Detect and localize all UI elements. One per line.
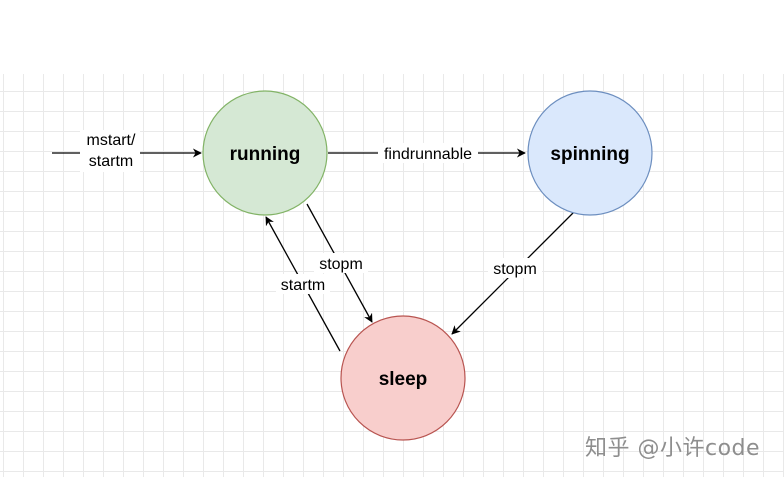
node-running-label: running	[230, 144, 301, 165]
node-spinning-label: spinning	[550, 144, 629, 165]
edge-running-to-spinning-label: findrunnable	[384, 146, 472, 163]
edge-sleep-to-running-label: startm	[281, 277, 325, 294]
edge-running-to-sleep-label-bg	[314, 253, 368, 273]
edge-sleep-to-running-label-bg	[276, 274, 330, 294]
edge-running-to-spinning: findrunnable	[328, 143, 526, 163]
edge-spinning-to-sleep: stopm	[451, 204, 582, 335]
edge-entry-label-line2: startm	[89, 153, 133, 170]
edge-running-to-sleep: stopm	[306, 203, 373, 323]
edge-spinning-to-sleep-label: stopm	[493, 261, 537, 278]
node-spinning[interactable]: spinning	[527, 90, 653, 216]
node-running-circle	[202, 90, 328, 216]
edge-running-to-spinning-label-bg	[378, 143, 478, 163]
edge-spinning-to-sleep-label-bg	[488, 258, 542, 278]
node-running[interactable]: running	[202, 90, 328, 216]
edge-entry: mstart/ startm	[52, 130, 202, 172]
node-sleep-label: sleep	[379, 369, 428, 390]
edge-entry-label-line1: mstart/	[87, 132, 136, 149]
edge-entry-label-bg	[80, 130, 140, 172]
node-sleep[interactable]: sleep	[340, 315, 466, 441]
edge-sleep-to-running: startm	[265, 216, 341, 352]
node-spinning-circle	[527, 90, 653, 216]
watermark: 知乎 @小许code	[585, 436, 761, 461]
node-sleep-circle	[340, 315, 466, 441]
edge-running-to-sleep-label: stopm	[319, 256, 363, 273]
